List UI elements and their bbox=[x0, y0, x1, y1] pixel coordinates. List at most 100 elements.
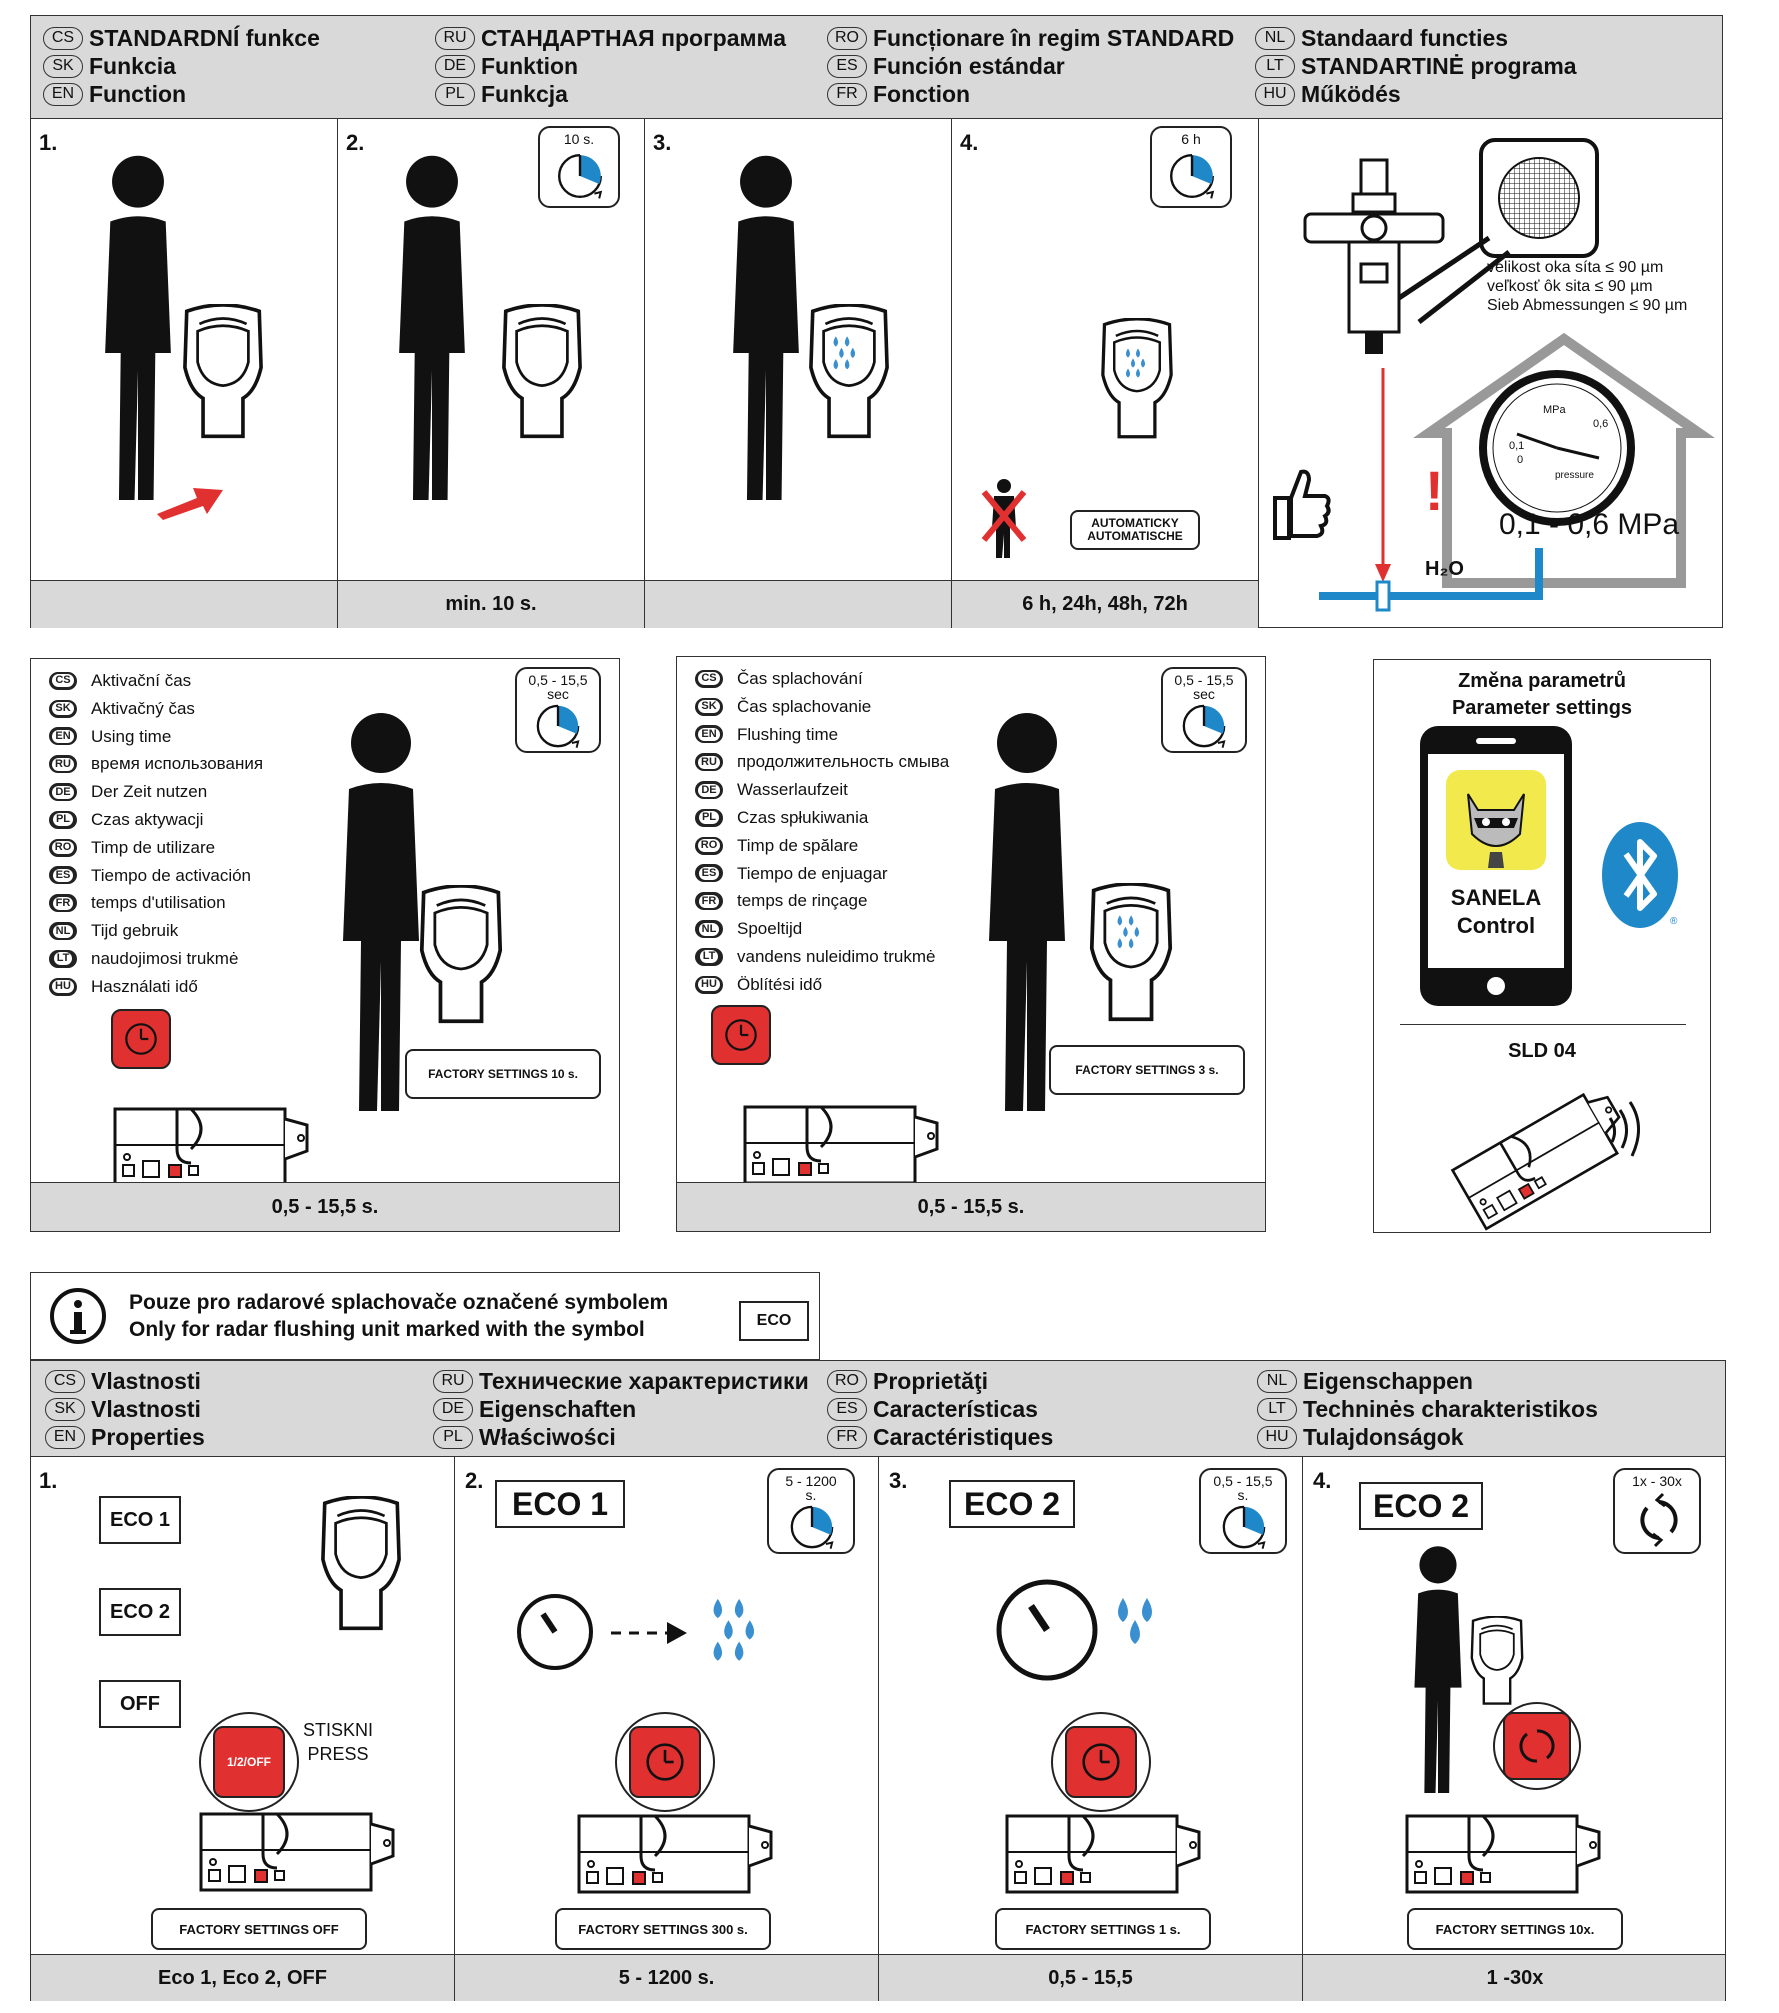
lang-code: LT bbox=[1257, 1397, 1297, 1421]
lang-code: FR bbox=[827, 82, 867, 106]
factory-settings-label: FACTORY SETTINGS 1 s. bbox=[995, 1908, 1211, 1950]
lang-code: RU bbox=[435, 26, 475, 50]
flush-unit-icon bbox=[1005, 1814, 1201, 1894]
timer-dial-icon bbox=[1169, 153, 1215, 200]
counter-range: 1x - 30x bbox=[1632, 1473, 1682, 1489]
section3-footer: Eco 1, Eco 2, OFF 5 - 1200 s. 0,5 - 15,5… bbox=[31, 1954, 1725, 2001]
bluetooth-icon bbox=[1602, 822, 1678, 928]
lang-code: ES bbox=[827, 54, 867, 78]
registered-mark: ® bbox=[1670, 916, 1678, 927]
notice-cs: Pouze pro radarové splachovače označené … bbox=[129, 1291, 669, 1314]
lang-code: DE bbox=[435, 54, 475, 78]
eco1-mode-box: ECO 1 bbox=[99, 1496, 181, 1544]
step-number: 4. bbox=[1313, 1468, 1332, 1493]
footer-cell: 1 -30x bbox=[1486, 1966, 1544, 1989]
water-drops-icon bbox=[1126, 348, 1145, 378]
lang-code: DE bbox=[52, 785, 74, 799]
lang-code: FR bbox=[827, 1425, 867, 1449]
lang-text: naudojimosi trukmė bbox=[91, 948, 239, 968]
lang-code: SK bbox=[698, 700, 720, 714]
flushing-time-button[interactable] bbox=[711, 1005, 771, 1065]
step-number: 2. bbox=[346, 130, 365, 155]
lang-code: EN bbox=[43, 82, 83, 106]
section1-panels: 1. 2. 10 s. 3. 4. 6 h bbox=[31, 118, 1722, 627]
timer-box: 10 s. bbox=[538, 126, 620, 208]
app-name-line: Control bbox=[1456, 913, 1536, 938]
lang-code: SK bbox=[45, 1397, 85, 1421]
mesh-size-sk: veľkosť ôk sita ≤ 90 µm bbox=[1487, 278, 1653, 295]
lang-code: LT bbox=[1255, 54, 1295, 78]
app-name: SANELA Control bbox=[1418, 884, 1574, 940]
clock-icon bbox=[646, 1743, 684, 1781]
clock-icon bbox=[725, 1019, 757, 1051]
automatic-text: AUTOMATISCHE bbox=[1087, 529, 1183, 543]
header-text: Function bbox=[89, 81, 187, 107]
lang-code: NL bbox=[1255, 26, 1295, 50]
approach-arrow-icon bbox=[157, 488, 223, 520]
lang-code: PL bbox=[698, 811, 720, 825]
automatic-label: AUTOMATICKY AUTOMATISCHE bbox=[1070, 510, 1200, 550]
header-text: СТАНДАРТНАЯ программа bbox=[481, 25, 787, 51]
section1-footer: min. 10 s. 6 h, 24h, 48h, 72h bbox=[31, 580, 1259, 628]
lang-code: RO bbox=[827, 1369, 867, 1393]
clock-icon bbox=[1082, 1743, 1120, 1781]
lang-code: HU bbox=[1255, 82, 1295, 106]
repeat-count-button[interactable] bbox=[1503, 1712, 1571, 1780]
eco2-time-button[interactable] bbox=[1065, 1726, 1137, 1798]
header-text: Eigenschaften bbox=[479, 1396, 637, 1422]
lang-code: CS bbox=[43, 26, 83, 50]
step-number: 3. bbox=[653, 130, 672, 155]
header-text: Standaard functies bbox=[1301, 25, 1509, 51]
factory-settings-label: FACTORY SETTINGS 10x. bbox=[1407, 1908, 1623, 1950]
header-text: Funktion bbox=[481, 53, 579, 79]
mode-toggle-button[interactable]: 1/2/OFF bbox=[213, 1726, 285, 1798]
clock-icon bbox=[125, 1023, 157, 1055]
header-text: Vlastnosti bbox=[91, 1396, 201, 1422]
automatic-text: AUTOMATICKY bbox=[1091, 516, 1179, 530]
mesh-size-de: Sieb Abmessungen ≤ 90 µm bbox=[1487, 297, 1688, 314]
clock-icon bbox=[996, 1579, 1098, 1681]
timer-range: 5 - 1200 bbox=[785, 1473, 837, 1489]
activation-time-button[interactable] bbox=[111, 1009, 171, 1069]
mesh-size-text: velikost oka síta ≤ 90 µm veľkosť ôk sit… bbox=[1487, 258, 1687, 315]
water-pipe bbox=[1319, 548, 1543, 612]
counter-box: 1x - 30x bbox=[1613, 1468, 1701, 1554]
lang-code: LT bbox=[53, 952, 73, 966]
flush-unit-icon bbox=[199, 1812, 395, 1892]
title-en: Parameter settings bbox=[1451, 697, 1633, 719]
lang-code: PL bbox=[52, 813, 74, 827]
lang-code: FR bbox=[698, 894, 720, 908]
timer-unit: sec bbox=[547, 686, 569, 702]
footer-text: 0,5 - 15,5 s. bbox=[271, 1195, 379, 1218]
water-flow-arrow bbox=[1375, 368, 1391, 582]
step-number: 4. bbox=[960, 130, 979, 155]
header-text: Properties bbox=[91, 1424, 205, 1450]
thumbs-up-icon bbox=[1273, 469, 1331, 540]
lang-code: HU bbox=[52, 980, 74, 994]
panel-footer: 0,5 - 15,5 s. bbox=[677, 1182, 1265, 1231]
press-cs: STISKNI bbox=[303, 1720, 374, 1740]
footer-cell: Eco 1, Eco 2, OFF bbox=[31, 1955, 455, 2001]
lang-code: RO bbox=[51, 841, 75, 855]
step-number: 3. bbox=[889, 1468, 908, 1493]
eco1-time-button[interactable] bbox=[629, 1726, 701, 1798]
lang-text: vandens nuleidimo trukmė bbox=[737, 946, 936, 966]
lang-code: CS bbox=[45, 1369, 85, 1393]
parameter-settings-title: Změna parametrů Parameter settings bbox=[1374, 668, 1710, 722]
step-panel-4: 4. 6 h AUTOMATICKY AUTOMATISCHE bbox=[952, 118, 1259, 627]
lang-code: DE bbox=[698, 783, 720, 797]
lang-code: NL bbox=[1257, 1369, 1297, 1393]
header-text: Eigenschappen bbox=[1303, 1368, 1473, 1394]
lang-text: Használati idő bbox=[91, 976, 198, 996]
lang-code: SK bbox=[52, 702, 74, 716]
